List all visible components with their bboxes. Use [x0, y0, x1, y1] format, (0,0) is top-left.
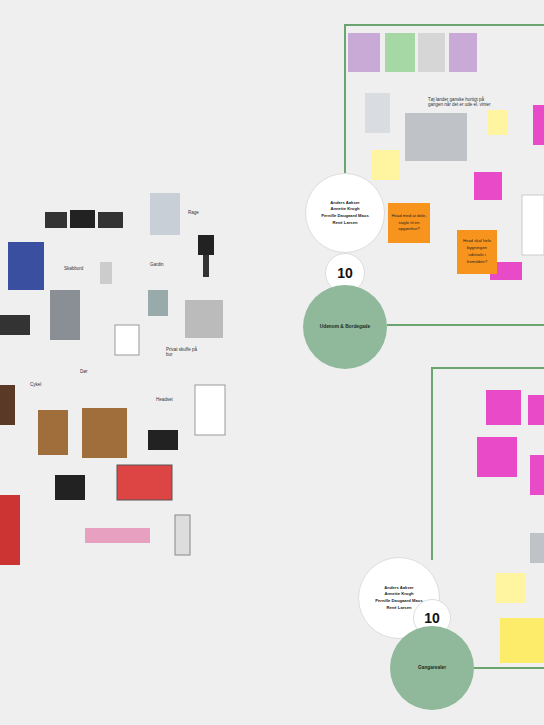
node-text: Anders Aakser: [384, 585, 413, 592]
node-text: Annette Krogh: [330, 206, 359, 213]
node-text: Udenom & Bordegade: [320, 323, 370, 331]
board-label: Privat skuffe på bur: [166, 347, 200, 357]
node-text: Annette Krogh: [384, 591, 413, 598]
node-text: 10: [337, 262, 353, 284]
board-label: Headset: [156, 397, 186, 402]
circle-node: Anders AakserAnnette KroghPernille Dauga…: [305, 173, 385, 253]
board-label: Skabbord: [64, 266, 104, 271]
node-text: Pernille Daugaard Maus: [375, 598, 422, 605]
node-text: Anders Aakser: [330, 200, 359, 207]
node-text: Gangarealer: [418, 664, 446, 672]
board-label: Gardin: [150, 262, 180, 267]
sticky-note: Hvad med at dele, nogle til en opgørelse…: [388, 203, 430, 243]
node-text: Hvad skal hele bygningen udstråle i frem…: [460, 238, 494, 266]
board-label: Cykel: [30, 382, 55, 387]
sticky-note: Hvad skal hele bygningen udstråle i frem…: [457, 230, 497, 274]
board-label: Dør: [80, 369, 100, 374]
circle-node: Gangarealer: [390, 626, 474, 710]
board-label: Rage: [188, 210, 218, 215]
node-text: René Larsen: [386, 605, 411, 612]
circle-node: Udenom & Bordegade: [303, 285, 387, 369]
board-label: Tøj lander ganske hurtigt på gangen når …: [428, 97, 493, 107]
node-text: Hvad med at dele, nogle til en opgørelse…: [391, 213, 427, 234]
node-text: Pernille Daugaard Maus: [321, 213, 368, 220]
node-text: René Larsen: [332, 220, 357, 227]
